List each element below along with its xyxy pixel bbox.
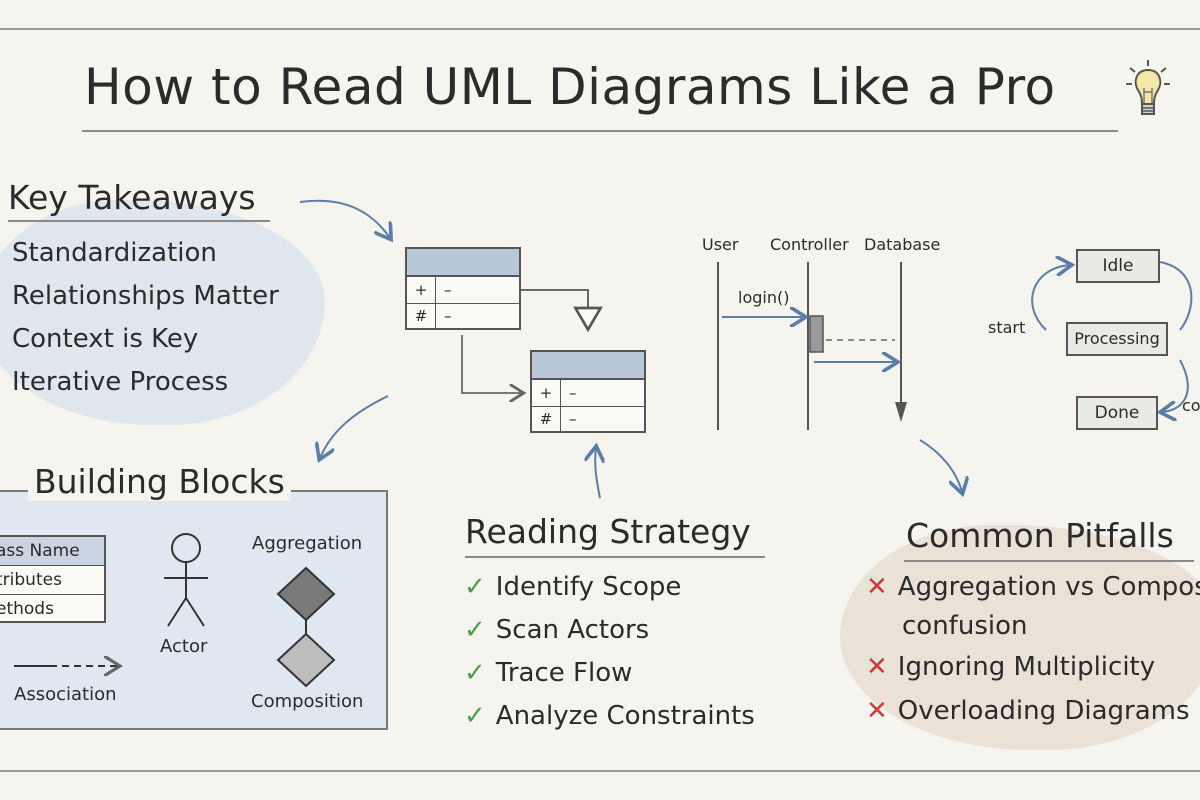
pitfall-item-continuation: confusion	[902, 611, 1028, 641]
generalization-line	[520, 289, 588, 326]
page-title: How to Read UML Diagrams Like a Pro	[84, 58, 1056, 116]
cross-icon: ✕	[866, 696, 888, 726]
check-icon: ✓	[464, 658, 486, 688]
member-dash: –	[444, 281, 452, 299]
strategy-item: ✓ Scan Actors	[464, 615, 649, 645]
transition-complete	[1162, 359, 1189, 412]
bottom-border	[0, 770, 1200, 772]
association-label: Association	[14, 684, 117, 705]
takeaway-item: Standardization	[12, 238, 217, 268]
composition-label: Composition	[251, 691, 364, 712]
takeaway-item: Relationships Matter	[12, 281, 279, 311]
check-icon: ✓	[464, 701, 486, 731]
visibility-protected: #	[532, 407, 561, 432]
lifeline-label-user: User	[702, 235, 739, 254]
building-blocks-heading: Building Blocks	[28, 462, 291, 501]
class-row: + –	[532, 380, 644, 407]
lightbulb-icon	[1126, 60, 1170, 115]
strategy-item: ✓ Identify Scope	[464, 572, 681, 602]
state-label: Processing	[1074, 329, 1160, 348]
class-box-bottom: + – # –	[530, 350, 646, 433]
state-processing: Processing	[1066, 322, 1168, 356]
lifeline-label-controller: Controller	[770, 235, 849, 254]
message-label-login: login()	[738, 288, 790, 307]
member-dash: –	[569, 384, 577, 402]
lifeline-label-database: Database	[864, 235, 941, 254]
takeaway-item: Iterative Process	[12, 367, 229, 397]
class-box-top: + – # –	[405, 247, 521, 330]
pitfall-item: ✕ Overloading Diagrams	[866, 696, 1190, 726]
database-lifeline-end	[895, 402, 907, 422]
transition-start	[1031, 265, 1070, 331]
state-label: Idle	[1102, 256, 1134, 276]
state-idle: Idle	[1076, 249, 1160, 283]
visibility-public: +	[407, 277, 436, 303]
cross-icon: ✕	[866, 572, 888, 602]
transition-label-start: start	[988, 318, 1026, 337]
visibility-public: +	[532, 380, 561, 406]
strategy-item: ✓ Trace Flow	[464, 658, 632, 688]
key-takeaways-heading: Key Takeaways	[8, 178, 256, 217]
top-border	[0, 28, 1200, 30]
title-underline	[82, 130, 1118, 132]
activation-bar	[809, 315, 824, 353]
member-dash: –	[569, 410, 577, 428]
strategy-item-label: Trace Flow	[495, 658, 633, 688]
association-line	[461, 335, 522, 393]
reading-strategy-heading: Reading Strategy	[465, 512, 751, 551]
strategy-item-label: Identify Scope	[495, 572, 682, 602]
class-row: # –	[407, 304, 519, 329]
reading-strategy-underline	[465, 556, 765, 558]
aggregation-label: Aggregation	[252, 533, 363, 554]
pitfalls-wash	[840, 525, 1200, 750]
class-sample-methods: ethods	[0, 599, 54, 619]
transition-label-complete: co	[1182, 396, 1200, 415]
actor-label: Actor	[160, 636, 208, 657]
transition-right	[1159, 261, 1193, 331]
strategy-item-label: Scan Actors	[495, 615, 650, 645]
common-pitfalls-underline	[904, 560, 1194, 562]
strategy-item: ✓ Analyze Constraints	[464, 701, 755, 731]
class-row: # –	[532, 407, 644, 432]
takeaways-wash	[0, 200, 325, 425]
check-icon: ✓	[464, 615, 486, 645]
cross-icon: ✕	[866, 652, 888, 682]
state-done: Done	[1076, 396, 1158, 430]
composition-diamond	[276, 632, 336, 688]
pitfall-item: ✕ Ignoring Multiplicity	[866, 652, 1155, 682]
strategy-item-label: Analyze Constraints	[495, 701, 755, 731]
actor-figure	[164, 533, 208, 627]
takeaway-item: Context is Key	[12, 324, 199, 354]
visibility-protected: #	[407, 304, 436, 329]
class-sample-attributes: tributes	[0, 566, 104, 595]
aggregation-diamond	[276, 566, 336, 622]
arrow-strategy-to-class	[595, 448, 600, 499]
check-icon: ✓	[464, 572, 486, 602]
class-sample-name: ass Name	[0, 537, 104, 566]
common-pitfalls-heading: Common Pitfalls	[906, 516, 1174, 555]
class-box-header	[532, 352, 644, 380]
pitfall-item-label: Ignoring Multiplicity	[897, 652, 1156, 682]
uml-class-sample: ass Name tributes ethods	[0, 535, 106, 623]
class-row: + –	[407, 277, 519, 304]
arrow-takeaways-to-class	[299, 199, 390, 238]
arrow-takeaways-to-blocks	[320, 395, 389, 458]
pitfall-item-label: Overloading Diagrams	[897, 696, 1190, 726]
pitfall-item: ✕ Aggregation vs Compos	[866, 572, 1200, 602]
key-takeaways-underline	[8, 220, 270, 222]
pitfall-item-label: Aggregation vs Compos	[897, 572, 1200, 602]
arrow-sequence-to-pitfalls	[919, 439, 962, 492]
member-dash: –	[444, 307, 452, 325]
state-label: Done	[1094, 403, 1140, 423]
class-box-header	[407, 249, 519, 277]
